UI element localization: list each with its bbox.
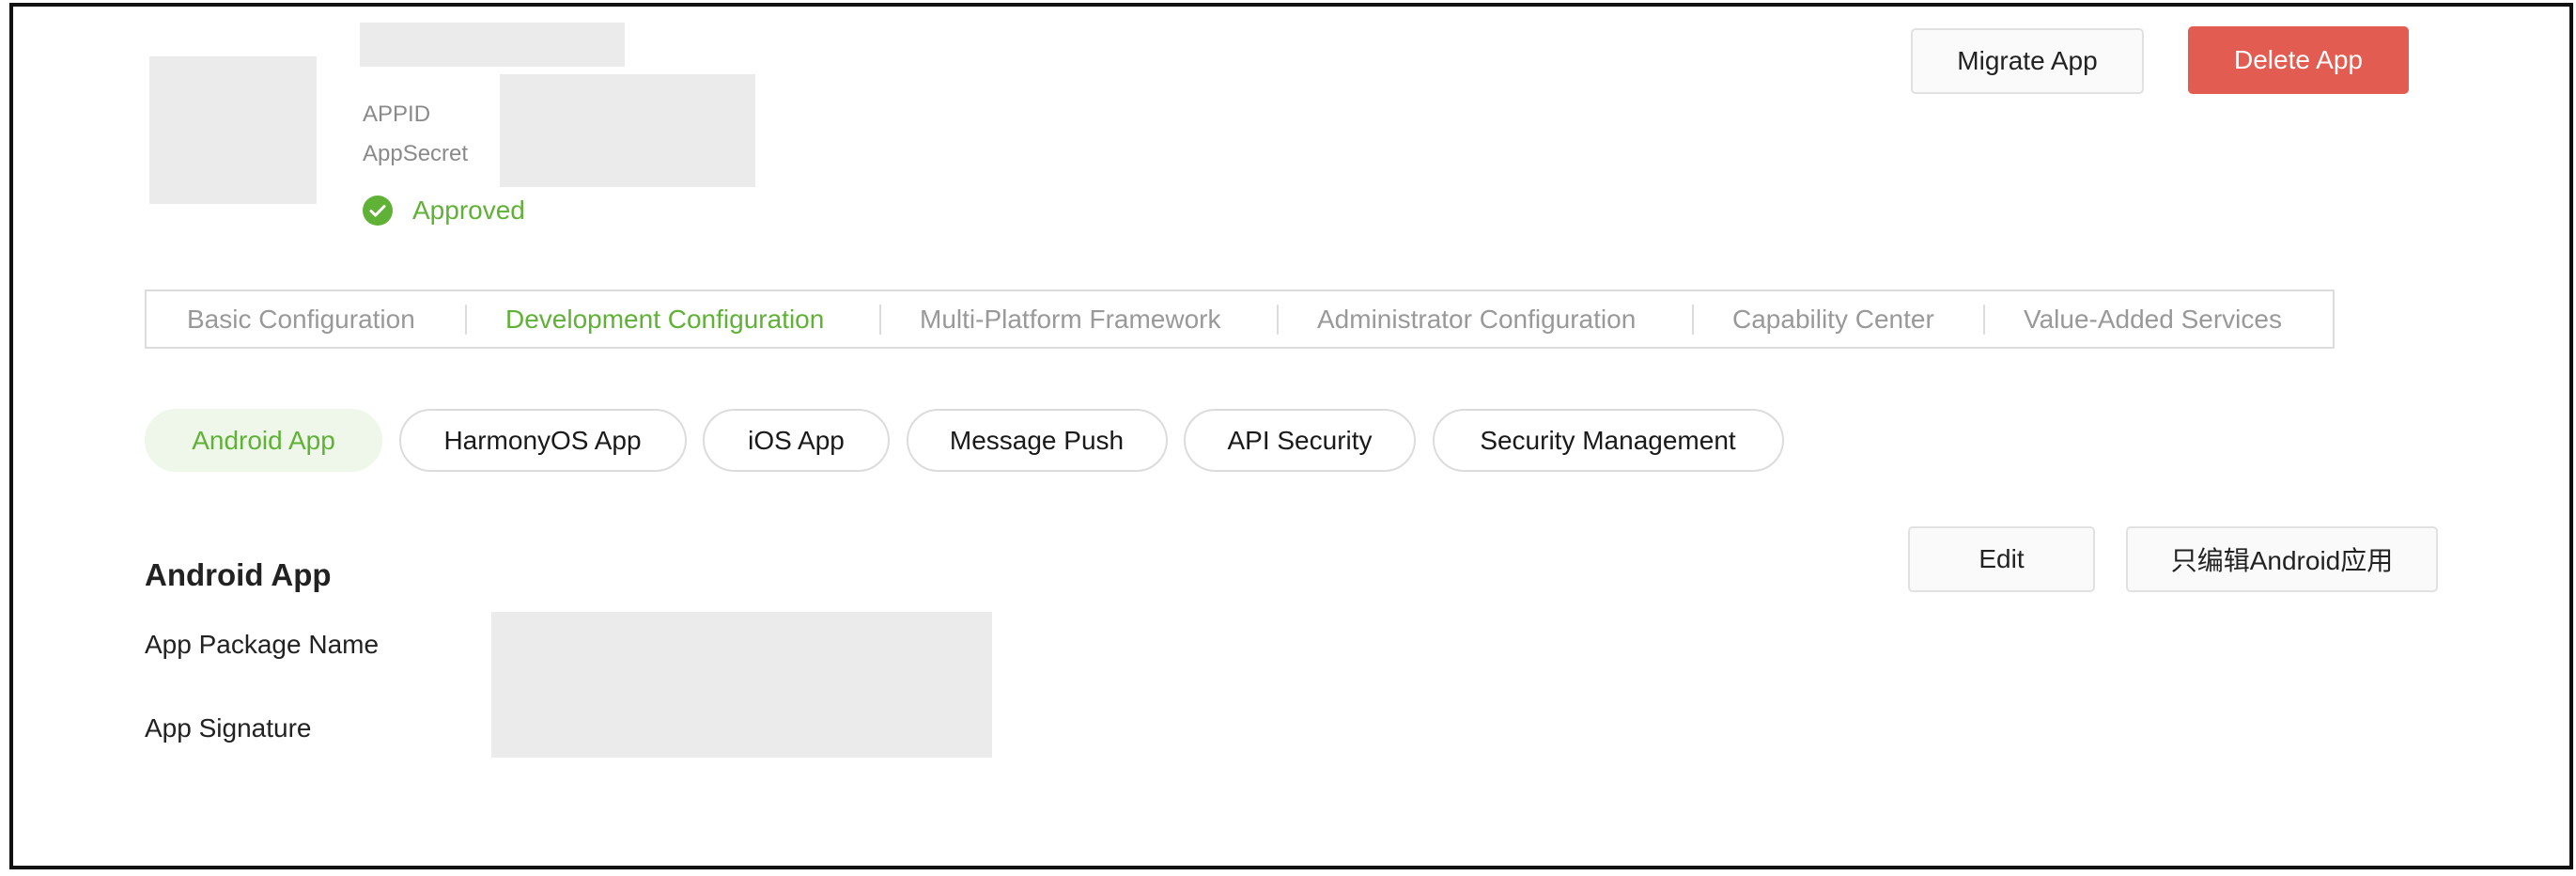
status-badge: Approved — [363, 196, 525, 226]
package-signature-values-redacted — [491, 612, 992, 758]
tab-development-configuration[interactable]: Development Configuration — [465, 291, 879, 347]
app-credentials-redacted — [500, 74, 755, 187]
status-text: Approved — [412, 196, 525, 225]
subtab-message-push[interactable]: Message Push — [906, 409, 1168, 472]
subtab-android-app[interactable]: Android App — [145, 409, 382, 472]
appid-label: APPID — [363, 102, 431, 127]
sub-tab-bar: Android App HarmonyOS App iOS App Messag… — [145, 409, 1784, 472]
app-name-redacted — [360, 23, 625, 67]
subtab-ios-app[interactable]: iOS App — [703, 409, 890, 472]
app-icon-redacted — [149, 56, 317, 204]
signature-label: App Signature — [145, 713, 312, 743]
tab-value-added-services[interactable]: Value-Added Services — [1983, 291, 2333, 347]
package-name-label: App Package Name — [145, 630, 380, 659]
tab-administrator-configuration[interactable]: Administrator Configuration — [1277, 291, 1692, 347]
tab-basic-configuration[interactable]: Basic Configuration — [187, 304, 415, 334]
check-circle-icon — [363, 196, 393, 226]
subtab-security-management[interactable]: Security Management — [1432, 409, 1784, 472]
migrate-app-button[interactable]: Migrate App — [1911, 28, 2144, 94]
tab-capability-center[interactable]: Capability Center — [1692, 291, 1983, 347]
delete-app-button[interactable]: Delete App — [2188, 26, 2409, 94]
edit-button[interactable]: Edit — [1908, 526, 2095, 592]
section-title: Android App — [145, 557, 332, 592]
tab-multi-platform-framework[interactable]: Multi-Platform Framework — [879, 291, 1277, 347]
subtab-harmonyos-app[interactable]: HarmonyOS App — [398, 409, 687, 472]
edit-android-only-button[interactable]: 只编辑Android应用 — [2126, 526, 2438, 592]
appsecret-label: AppSecret — [363, 141, 469, 166]
main-tab-bar: Basic Configuration Development Configur… — [145, 289, 2335, 349]
subtab-api-security[interactable]: API Security — [1184, 409, 1416, 472]
